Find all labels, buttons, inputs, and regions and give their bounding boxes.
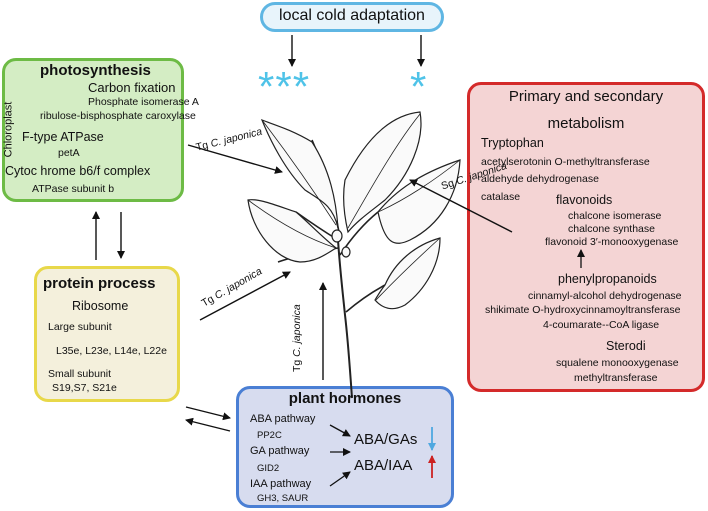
plant-hormones-box [236,386,454,508]
photosynthesis-box [2,58,184,202]
ribosome-label: Ribosome [72,299,129,313]
iaa-pathway-label: IAA pathway [250,478,312,490]
sterodi-item-1: squalene monooxygenase [556,357,679,369]
tryptophan-item-3: catalase [481,191,521,203]
protein-process-title: protein process [43,275,156,292]
arrow-protein-plant [199,271,291,321]
chloroplast-label: Chloroplast [2,101,15,158]
iaa-pathway-gene: GH3, SAUR [257,493,309,504]
phenyl-item-1: cinnamyl-alcohol dehydrogenase [528,290,682,302]
cold-stars-right: * [410,63,427,110]
cf-item-1: Phosphate isomerase A [88,96,199,108]
metabolism-title-1: Primary and secondary [508,88,664,105]
phenylpropanoids-label: phenylpropanoids [558,272,657,286]
arrow-iaa-pathway [329,471,351,487]
aba-pathway-gene: PP2C [257,430,282,441]
tryptophan-item-1: acetylserotonin O-methyltransferase [481,156,650,168]
sterodi-label: Sterodi [606,339,646,353]
tryptophan-item-2: aldehyde dehydrogenase [481,173,599,185]
arrow-hormones-to-protein [185,417,231,432]
cytoc-item: ATPase subunit b [32,183,115,195]
plant-hormones-title: plant hormones [288,390,402,407]
protein-process-box [34,266,180,402]
flavonoid-item-2: chalcone synthase [568,223,655,235]
cf-item-2: ribulose-bisphosphate caroxylase [40,110,196,122]
arrow-metabolism-plant [409,179,513,233]
atpase-label: F-type ATPase [22,130,104,144]
metabolism-box [467,82,705,392]
carbon-fixation-label: Carbon fixation [88,80,176,95]
metabolism-title-2: metabolism [547,115,625,132]
atpase-item: petA [58,147,80,159]
phenyl-item-2: shikimate O-hydroxycinnamoyltransferase [485,304,681,316]
ratio-aba-iaa: ABA/IAA [354,457,413,474]
aba-pathway-label: ABA pathway [250,413,316,425]
flavonoid-item-1: chalcone isomerase [568,210,662,222]
small-subunit-label: Small subunit [48,368,112,380]
cold-adaptation-box [260,2,444,32]
cold-stars-left: *** [258,63,311,110]
flavonoids-label: flavonoids [556,193,613,207]
small-subunit-items: S19,S7, S21e [52,382,117,394]
ga-pathway-gene: GID2 [257,463,280,474]
tryptophan-label: Tryptophan [481,136,544,150]
sterodi-item-2: methyltransferase [574,372,658,384]
large-subunit-label: Large subunit [48,321,112,333]
phenyl-item-3: 4-coumarate--CoA ligase [543,319,660,331]
photosynthesis-title: photosynthesis [40,62,151,79]
flavonoid-item-3: flavonoid 3′-monooxygenase [545,236,679,248]
label-tg-bottom: Tg C. japonica [291,304,303,372]
arrow-photosynthesis-plant [187,144,283,174]
ratio-aba-gas: ABA/GAs [354,431,418,448]
plant-illustration [247,111,461,399]
cold-adaptation-title: local cold adaptation [279,7,425,24]
arrow-protein-to-hormones [185,406,231,421]
cytoc-label: Cytoc hrome b6/f complex [5,164,151,178]
ga-pathway-label: GA pathway [250,445,310,457]
large-subunit-items: L35e, L23e, L14e, L22e [56,345,167,357]
arrow-aba-pathway [329,424,351,437]
